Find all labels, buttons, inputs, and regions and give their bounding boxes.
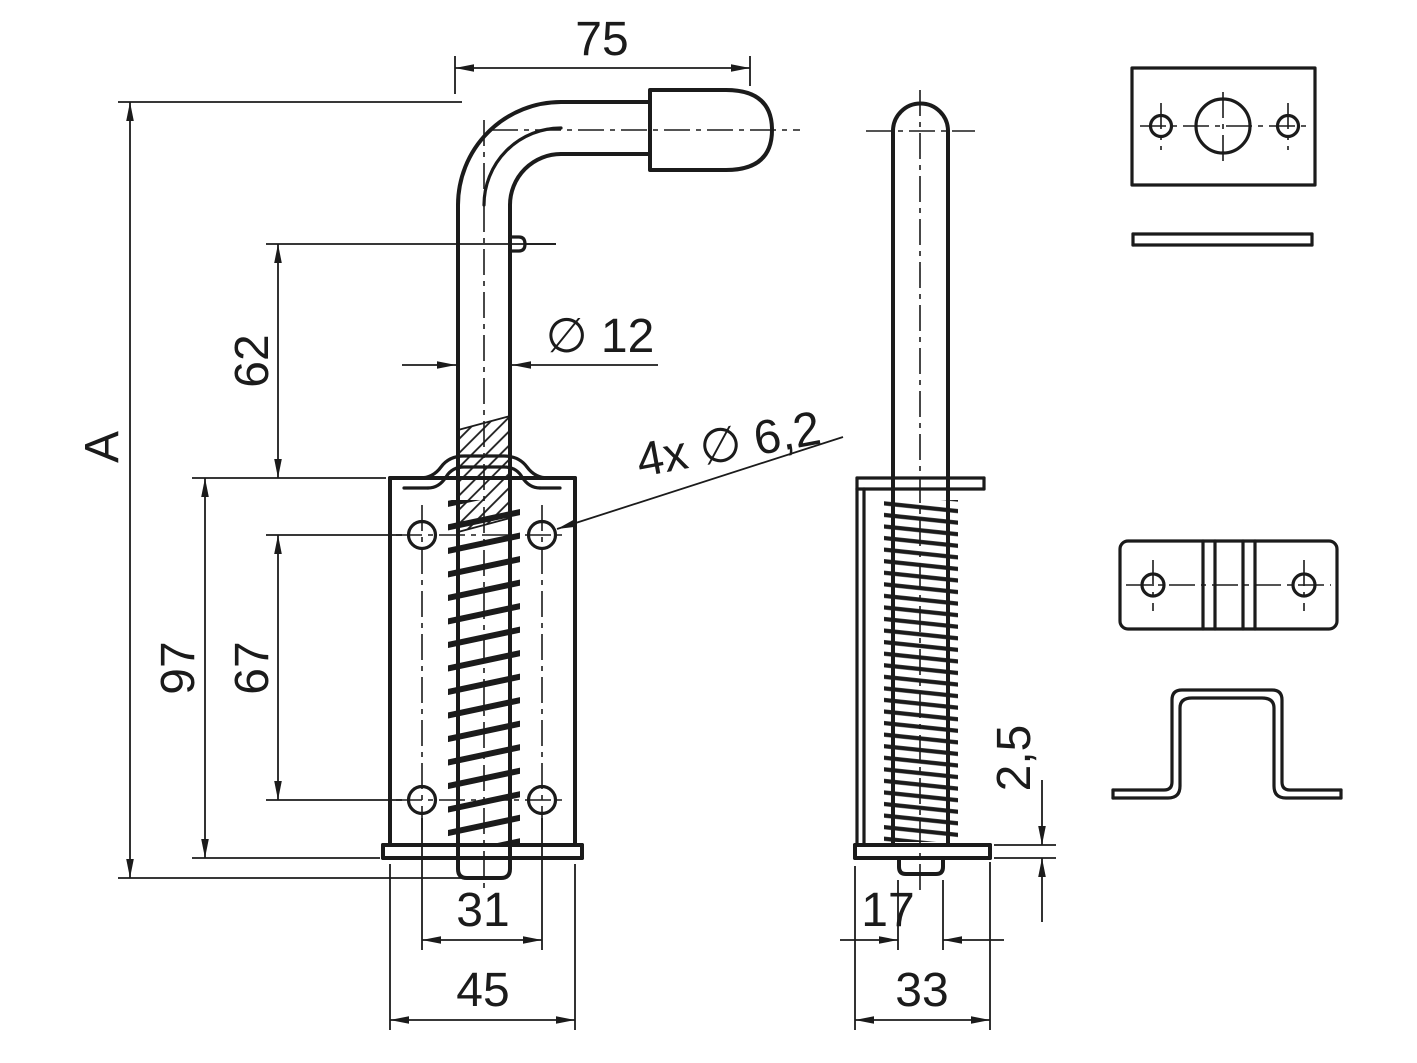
dim-62-label: 62 — [226, 334, 279, 387]
staple-inner-contour — [1111, 696, 1343, 800]
dim-45: 45 — [389, 864, 576, 1030]
staple-outer-contour — [1111, 688, 1343, 792]
dim-A: A — [76, 101, 470, 879]
spring-side — [884, 500, 958, 842]
dim-17-label: 17 — [861, 884, 914, 937]
dim-97-label: 97 — [152, 641, 205, 694]
handle-bend-middle — [482, 126, 563, 207]
dim-97: 97 — [152, 477, 386, 859]
dimensions: 75 62 A 97 67 ∅ 12 — [76, 13, 1056, 1030]
dim-17: 17 — [840, 880, 1004, 950]
dim-33-label: 33 — [895, 964, 948, 1017]
dim-45-label: 45 — [456, 964, 509, 1017]
dim-2-5: 2,5 — [988, 725, 1056, 922]
dim-rod-diameter: ∅ 12 — [402, 310, 658, 369]
handle-bend-inner — [508, 152, 563, 207]
dim-31: 31 — [421, 818, 543, 950]
detail-clamp-plate — [1118, 539, 1339, 631]
handle-front — [456, 88, 774, 207]
dim-31-label: 31 — [456, 884, 509, 937]
handle-bend-outer — [456, 100, 563, 207]
bolt-tip-side — [897, 856, 945, 876]
dim-75-label: 75 — [575, 13, 628, 66]
plate-plan-outline — [1130, 66, 1317, 187]
dim-rod-diameter-label: ∅ 12 — [546, 310, 655, 363]
dim-62: 62 — [226, 243, 556, 478]
side-view — [853, 90, 992, 893]
mounting-plate-front — [381, 454, 584, 860]
clamp-plate-outline — [1118, 539, 1339, 631]
dim-67-label: 67 — [226, 641, 279, 694]
dim-2-5-label: 2,5 — [988, 725, 1041, 792]
detail-plate-plan — [1130, 66, 1317, 187]
front-view — [381, 88, 800, 893]
dim-67: 67 — [226, 534, 402, 801]
detail-plate-edge — [1131, 232, 1314, 247]
dim-mounting-holes-label: 4x ∅ 6,2 — [632, 402, 824, 488]
dim-75: 75 — [454, 13, 751, 94]
dim-A-label: A — [76, 431, 129, 463]
dim-mounting-holes: 4x ∅ 6,2 — [556, 402, 844, 530]
dim-33: 33 — [854, 862, 991, 1030]
bolt-tip-front — [456, 856, 512, 880]
detail-staple-bracket — [1111, 688, 1343, 800]
